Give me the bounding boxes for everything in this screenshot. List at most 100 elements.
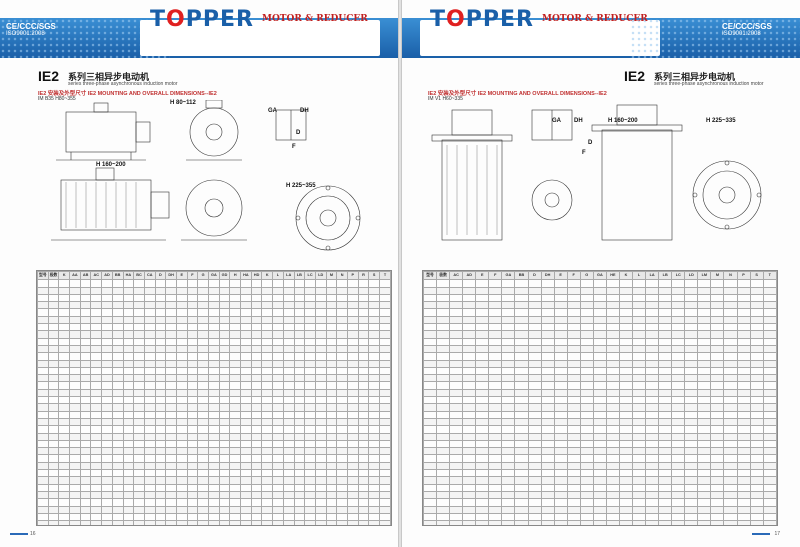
table-cell (111, 308, 124, 317)
table-cell (579, 490, 594, 500)
table-cell (462, 432, 477, 441)
table-cell (684, 432, 699, 441)
table-cell (762, 439, 777, 449)
column-header: H (229, 271, 242, 281)
table-cell (261, 417, 274, 427)
table-cell (218, 417, 231, 427)
table-cell (314, 520, 327, 525)
table-cell (304, 425, 316, 434)
table-cell (37, 476, 49, 485)
table-cell (357, 417, 370, 427)
table-cell (122, 396, 135, 405)
table-cell (579, 301, 594, 310)
table-cell (175, 476, 188, 485)
table-cell (111, 279, 124, 288)
table-cell (514, 512, 529, 522)
table-cell (122, 337, 135, 346)
table-cell (710, 417, 725, 427)
table-cell (423, 323, 438, 332)
table-row (423, 483, 777, 492)
table-cell (540, 512, 555, 522)
table-cell (423, 359, 438, 368)
table-cell (684, 476, 699, 485)
table-cell (723, 308, 738, 317)
table-cell (710, 454, 725, 463)
column-header: AC (449, 271, 464, 281)
table-cell (357, 476, 370, 485)
table-row (423, 439, 777, 449)
table-cell (671, 461, 686, 471)
table-cell (540, 352, 555, 361)
table-cell (250, 293, 263, 303)
table-cell (749, 396, 764, 405)
column-header: L (272, 271, 284, 281)
table-cell (37, 396, 49, 405)
table-cell (527, 366, 542, 376)
table-cell (79, 352, 92, 361)
table-cell (488, 279, 503, 288)
table-cell (423, 432, 438, 441)
table-cell (304, 293, 316, 303)
table-cell (762, 396, 777, 405)
table-cell (436, 425, 451, 434)
table-cell (154, 512, 167, 522)
table-cell (514, 505, 529, 514)
table-cell (592, 483, 607, 492)
table-cell (37, 301, 49, 310)
table-cell (240, 505, 252, 514)
table-cell (475, 447, 490, 456)
column-header: LA (282, 271, 295, 281)
table-cell (710, 396, 725, 405)
table-cell (111, 286, 124, 295)
table-cell (282, 512, 295, 522)
table-cell (282, 381, 295, 390)
table-cell (658, 374, 673, 383)
column-header: 型号 (37, 271, 49, 281)
table-cell (527, 308, 542, 317)
table-cell (133, 520, 145, 525)
table-cell (658, 447, 673, 456)
table-row (423, 461, 777, 471)
table-cell (165, 439, 177, 449)
table-cell (645, 410, 660, 419)
table-cell (229, 403, 242, 412)
table-row (37, 366, 391, 376)
table-cell (645, 396, 660, 405)
table-cell (710, 308, 725, 317)
table-cell (197, 293, 209, 303)
table-cell (658, 483, 673, 492)
table-cell (749, 403, 764, 412)
table-cell (684, 425, 699, 434)
table-cell (671, 330, 686, 339)
table-cell (645, 388, 660, 398)
table-cell (133, 417, 145, 427)
table-cell (37, 293, 49, 303)
table-cell (261, 505, 274, 514)
table-cell (527, 439, 542, 449)
table-cell (325, 425, 338, 434)
table-cell (122, 410, 135, 419)
table-cell (272, 498, 284, 507)
table-cell (165, 468, 177, 478)
table-cell (475, 337, 490, 346)
table-cell (514, 359, 529, 368)
table-cell (527, 279, 542, 288)
table-cell (357, 468, 370, 478)
table-cell (710, 366, 725, 376)
table-cell (69, 512, 81, 522)
table-cell (47, 337, 60, 346)
table-cell (272, 468, 284, 478)
table-cell (175, 381, 188, 390)
table-cell (229, 381, 242, 390)
table-cell (566, 396, 581, 405)
table-cell (165, 403, 177, 412)
table-cell (240, 483, 252, 492)
table-cell (501, 476, 516, 485)
table-cell (346, 352, 359, 361)
table-cell (423, 512, 438, 522)
table-cell (165, 483, 177, 492)
table-cell (723, 454, 738, 463)
table-cell (697, 359, 712, 368)
table-cell (762, 483, 777, 492)
table-cell (368, 323, 380, 332)
